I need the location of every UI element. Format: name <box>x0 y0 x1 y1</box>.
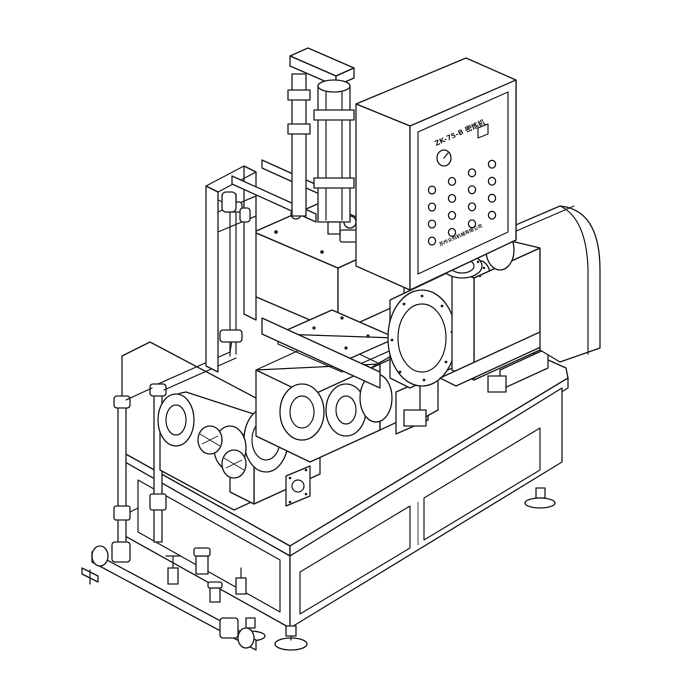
panel-button-r2-c4 <box>488 177 495 185</box>
panel-button-r1-c3 <box>468 169 475 177</box>
right-drive <box>388 238 556 426</box>
panel-button-r2-c3 <box>468 186 475 194</box>
control-panel: ZK-75-B 密炼机 苏州众钧机械有限公司 <box>356 58 516 290</box>
panel-button-grid <box>428 160 495 245</box>
water-piping <box>82 340 256 650</box>
panel-button-r1-c1 <box>428 186 435 194</box>
panel-button-r4-c3 <box>468 220 475 228</box>
coupling-upper <box>198 426 222 454</box>
panel-button-r3-c4 <box>488 194 495 202</box>
panel-button-r2-c1 <box>428 203 435 211</box>
indicator-square <box>478 124 488 138</box>
panel-gauge <box>437 150 451 166</box>
panel-button-r4-c4 <box>488 211 495 219</box>
foot-front <box>275 626 307 650</box>
manifold-valve-1 <box>166 556 180 584</box>
panel-button-r2-c2 <box>448 195 455 203</box>
panel-button-r3-c3 <box>468 203 475 211</box>
panel-button-r3-c1 <box>428 220 435 228</box>
upper-piping <box>218 192 250 222</box>
coupling-lower <box>222 450 246 478</box>
panel-button-r4-c1 <box>428 237 435 245</box>
manifold-valve-4 <box>236 568 246 594</box>
panel-button-r1-c4 <box>488 160 495 168</box>
foot-right <box>525 488 555 508</box>
manifold-valve-2 <box>194 548 210 574</box>
manifold-valve-3 <box>208 582 222 602</box>
panel-button-r3-c2 <box>448 212 455 220</box>
pneumatic-cylinder <box>288 48 354 234</box>
panel-button-r1-c2 <box>448 178 455 186</box>
panel-button-r4-c2 <box>448 229 455 237</box>
